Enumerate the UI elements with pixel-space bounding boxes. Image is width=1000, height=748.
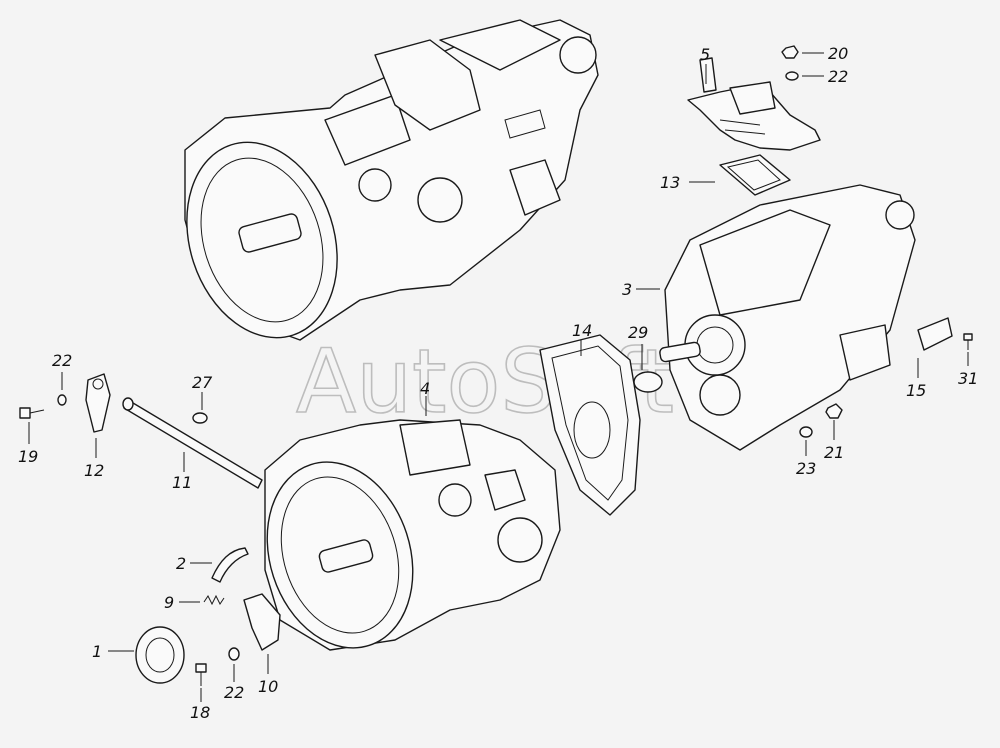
part-29-bearing bbox=[633, 371, 663, 393]
callout-3: 3 bbox=[622, 280, 632, 299]
callout-23: 23 bbox=[796, 459, 816, 478]
part-10-fork bbox=[243, 593, 281, 651]
callout-19: 19 bbox=[18, 447, 38, 466]
part-23-washer bbox=[799, 426, 813, 438]
part-5-shift-mechanism bbox=[687, 57, 821, 151]
callout-27: 27 bbox=[192, 373, 213, 392]
callout-20: 20 bbox=[828, 44, 848, 63]
part-20-nut bbox=[781, 45, 799, 59]
part-18-bolt bbox=[195, 663, 207, 686]
callout-9: 9 bbox=[164, 593, 174, 612]
part-13-gasket bbox=[719, 154, 791, 196]
part-14-gasket bbox=[539, 334, 641, 516]
callout-2: 2 bbox=[176, 554, 186, 573]
callout-12: 12 bbox=[84, 461, 104, 480]
part-27-key bbox=[192, 412, 208, 424]
part-22-washer-top bbox=[785, 71, 799, 81]
leader-lines bbox=[28, 52, 969, 702]
callout-22-left: 22 bbox=[52, 351, 72, 370]
callout-10: 10 bbox=[258, 677, 278, 696]
part-11-shaft bbox=[122, 397, 263, 489]
part-22-washer-bottom bbox=[228, 647, 240, 661]
callout-13: 13 bbox=[660, 173, 680, 192]
callout-1: 1 bbox=[92, 642, 102, 661]
callout-14: 14 bbox=[572, 321, 592, 340]
callout-4: 4 bbox=[420, 379, 430, 398]
part-2-hose bbox=[211, 547, 249, 583]
part-15-cover-plate bbox=[917, 317, 953, 351]
part-31-bolt bbox=[963, 333, 973, 350]
part-3-gearbox-housing bbox=[659, 184, 916, 451]
callout-labels: 1 2 3 4 5 9 10 11 12 13 14 15 18 19 20 2… bbox=[18, 44, 978, 722]
callout-11: 11 bbox=[172, 473, 192, 492]
callout-22-top: 22 bbox=[828, 67, 848, 86]
callout-22-bottom: 22 bbox=[224, 683, 244, 702]
callout-15: 15 bbox=[906, 381, 926, 400]
callout-31: 31 bbox=[958, 369, 978, 388]
part-4-clutch-housing bbox=[264, 419, 561, 651]
part-12-lever bbox=[85, 373, 111, 433]
part-1-release-bearing bbox=[135, 626, 185, 684]
assembled-gearbox-top bbox=[184, 19, 599, 341]
part-19-bolt bbox=[19, 407, 45, 419]
part-22-washer-left bbox=[57, 394, 67, 406]
part-21-nut bbox=[825, 403, 843, 419]
callout-5: 5 bbox=[700, 45, 710, 64]
callout-29: 29 bbox=[628, 323, 648, 342]
callout-18: 18 bbox=[190, 703, 210, 722]
part-9-spring bbox=[203, 594, 225, 606]
callout-21: 21 bbox=[824, 443, 844, 462]
